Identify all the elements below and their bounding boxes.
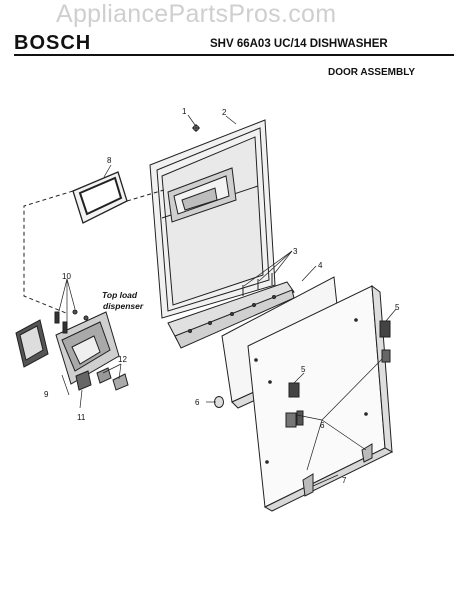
callout-3: 3 (293, 247, 298, 256)
screw-part (192, 124, 200, 132)
note-dispenser: dispenser (103, 301, 144, 311)
callout-9: 9 (44, 390, 49, 399)
callout-7: 7 (342, 476, 347, 485)
latch-part (379, 320, 391, 363)
callout-6-panel: 6 (320, 421, 325, 430)
callout-10: 10 (62, 272, 71, 281)
callout-11: 11 (77, 413, 86, 422)
callout-5-latch: 5 (395, 303, 400, 312)
section-title: DOOR ASSEMBLY (328, 67, 416, 78)
gasket-part (72, 171, 128, 224)
brand-logo: BOSCH (14, 32, 92, 54)
model-title: SHV 66A03 UC/14 DISHWASHER (210, 38, 388, 50)
dispenser-assembly (15, 309, 129, 391)
callout-4: 4 (318, 261, 323, 270)
callout-leaders (58, 114, 397, 487)
watermark: AppliancePartsPros.com (56, 0, 337, 28)
dispenser-leader (23, 189, 165, 314)
note-top-load: Top load (102, 290, 138, 300)
callout-8: 8 (107, 156, 112, 165)
callout-2: 2 (222, 108, 227, 117)
callout-12: 12 (118, 355, 127, 364)
callout-6-plug: 6 (195, 398, 200, 407)
header-divider (14, 54, 454, 56)
callout-5-switch: 5 (301, 365, 306, 374)
inner-door-panel (149, 119, 276, 319)
callout-1: 1 (182, 107, 187, 116)
